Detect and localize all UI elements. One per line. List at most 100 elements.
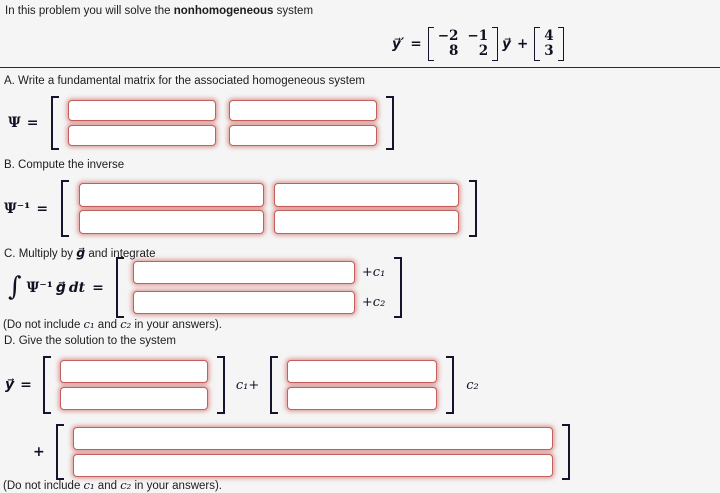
equals-sign: = — [410, 36, 422, 52]
intro-text: In this problem you will solve the nonho… — [5, 5, 313, 17]
plus-sign: + — [33, 444, 45, 460]
c1-symbol: c₁ — [83, 478, 95, 492]
plus-sign: + — [516, 36, 529, 52]
particular-input-r1[interactable] — [72, 427, 553, 450]
equals-sign: = — [26, 115, 39, 131]
particular-input-r2[interactable] — [72, 454, 553, 477]
solution-vec2-input-r2[interactable] — [287, 387, 438, 410]
intro-before: In this problem you will solve the — [5, 5, 174, 17]
dt-symbol: dt — [68, 279, 86, 296]
solution-vector-2 — [270, 356, 455, 414]
c1-symbol: c₁ — [83, 317, 95, 331]
solution-vector-1-cells — [51, 356, 217, 414]
part-c-answer-row: ∫ Ψ⁻¹ g⃗ dt = +c₁ +c₂ — [8, 257, 402, 318]
part-b-answer-row: Ψ⁻¹ = — [4, 180, 478, 237]
part-b-heading: B. Compute the inverse — [4, 159, 125, 171]
particular-vector — [55, 424, 570, 480]
y-vector: y⃗ — [502, 36, 511, 52]
particular-vector-cells — [64, 424, 562, 480]
matrix-entry-r1c2: −1 — [467, 28, 489, 44]
c1-plus-label: c₁+ — [235, 377, 260, 393]
left-bracket — [270, 356, 279, 414]
note-and: and — [94, 480, 121, 492]
inverse-matrix-cells — [69, 180, 469, 237]
psi-symbol: Ψ — [8, 115, 21, 131]
system-equation: y⃗′ = −2 −1 8 2 y⃗ + 4 3 — [392, 27, 564, 61]
equals-sign: = — [92, 279, 104, 296]
integral-result-matrix: +c₁ +c₂ — [115, 257, 402, 318]
fundamental-matrix-cells — [59, 96, 386, 150]
inverse-matrix — [61, 180, 478, 237]
inverse-matrix-input-r1c1[interactable] — [79, 183, 265, 207]
integral-sign: ∫ — [8, 271, 22, 302]
forcing-vector-cells: 4 3 — [540, 27, 557, 61]
part-d-answer-row: y⃗ = c₁+ c₂ — [5, 356, 479, 414]
psi-label: Ψ = — [8, 115, 39, 131]
right-bracket — [393, 257, 402, 318]
equals-sign: = — [20, 377, 32, 393]
solution-vec1-input-r1[interactable] — [59, 360, 208, 383]
inverse-matrix-input-r2c2[interactable] — [274, 210, 460, 234]
note-and: and — [94, 319, 121, 331]
integral-input-r2[interactable] — [132, 291, 355, 314]
note-before: (Do not include — [3, 480, 84, 492]
plus-c1-label: +c₁ — [361, 265, 386, 280]
right-bracket — [561, 424, 570, 480]
right-bracket — [385, 96, 394, 150]
integral-input-r1[interactable] — [132, 261, 355, 284]
forcing-vector: 4 3 — [534, 27, 564, 61]
integral-expression-label: ∫ Ψ⁻¹ g⃗ dt = — [8, 271, 104, 302]
right-bracket — [469, 180, 478, 237]
left-bracket — [55, 424, 64, 480]
right-bracket — [216, 356, 225, 414]
plus-c2-label: +c₂ — [361, 295, 386, 310]
inverse-matrix-input-r1c2[interactable] — [274, 183, 460, 207]
psi-inverse-label: Ψ⁻¹ = — [4, 201, 48, 217]
fundamental-matrix-input-r2c1[interactable] — [67, 125, 216, 146]
note-after: in your answers). — [131, 480, 223, 492]
solution-vector-2-cells — [278, 356, 446, 414]
matrix-entry-r2c2: 2 — [478, 43, 489, 59]
note-after: in your answers). — [131, 319, 223, 331]
inverse-matrix-input-r2c1[interactable] — [79, 210, 265, 234]
c2-label: c₂ — [466, 377, 479, 393]
left-bracket — [427, 27, 434, 61]
c2-symbol: c₂ — [120, 317, 132, 331]
part-c-heading-after: and integrate — [85, 248, 156, 260]
c2-symbol: c₂ — [120, 478, 132, 492]
part-c-heading-before: C. Multiply by — [4, 248, 77, 260]
part-c-heading: C. Multiply by g⃗ and integrate — [4, 245, 156, 260]
right-bracket — [492, 27, 499, 61]
left-bracket — [534, 27, 541, 61]
fundamental-matrix — [50, 96, 394, 150]
part-a-answer-row: Ψ = — [8, 96, 394, 150]
g-vector-symbol: g⃗ — [76, 245, 86, 260]
left-bracket — [61, 180, 70, 237]
matrix-entry-r2c1: 8 — [449, 43, 459, 59]
part-d-particular-row: + — [33, 424, 570, 480]
fundamental-matrix-input-r1c2[interactable] — [228, 100, 377, 121]
intro-bold-word: nonhomogeneous — [173, 5, 274, 17]
intro-after: system — [273, 5, 314, 17]
vector-entry-r2: 3 — [544, 43, 554, 59]
part-a-heading: A. Write a fundamental matrix for the as… — [4, 75, 365, 87]
y-prime-vector: y⃗′ — [392, 36, 405, 52]
left-bracket — [50, 96, 59, 150]
vector-entry-r1: 4 — [544, 28, 554, 44]
fundamental-matrix-input-r2c2[interactable] — [228, 125, 377, 146]
part-c-note: (Do not include c₁ and c₂ in your answer… — [3, 317, 222, 331]
right-bracket — [557, 27, 564, 61]
right-bracket — [446, 356, 455, 414]
fundamental-matrix-input-r1c1[interactable] — [67, 100, 216, 121]
solution-vector-1 — [42, 356, 225, 414]
y-label: y⃗ = — [5, 377, 32, 393]
solution-vec2-input-r1[interactable] — [287, 360, 438, 383]
solution-vec1-input-r2[interactable] — [59, 387, 208, 410]
coefficient-matrix: −2 −1 8 2 — [427, 27, 499, 61]
integral-result-cells: +c₁ +c₂ — [124, 257, 394, 318]
g-vector-symbol: g⃗ — [55, 279, 66, 296]
psi-inverse-symbol: Ψ⁻¹ — [4, 200, 31, 217]
y-vector-symbol: y⃗ — [5, 377, 15, 393]
left-bracket — [115, 257, 124, 318]
